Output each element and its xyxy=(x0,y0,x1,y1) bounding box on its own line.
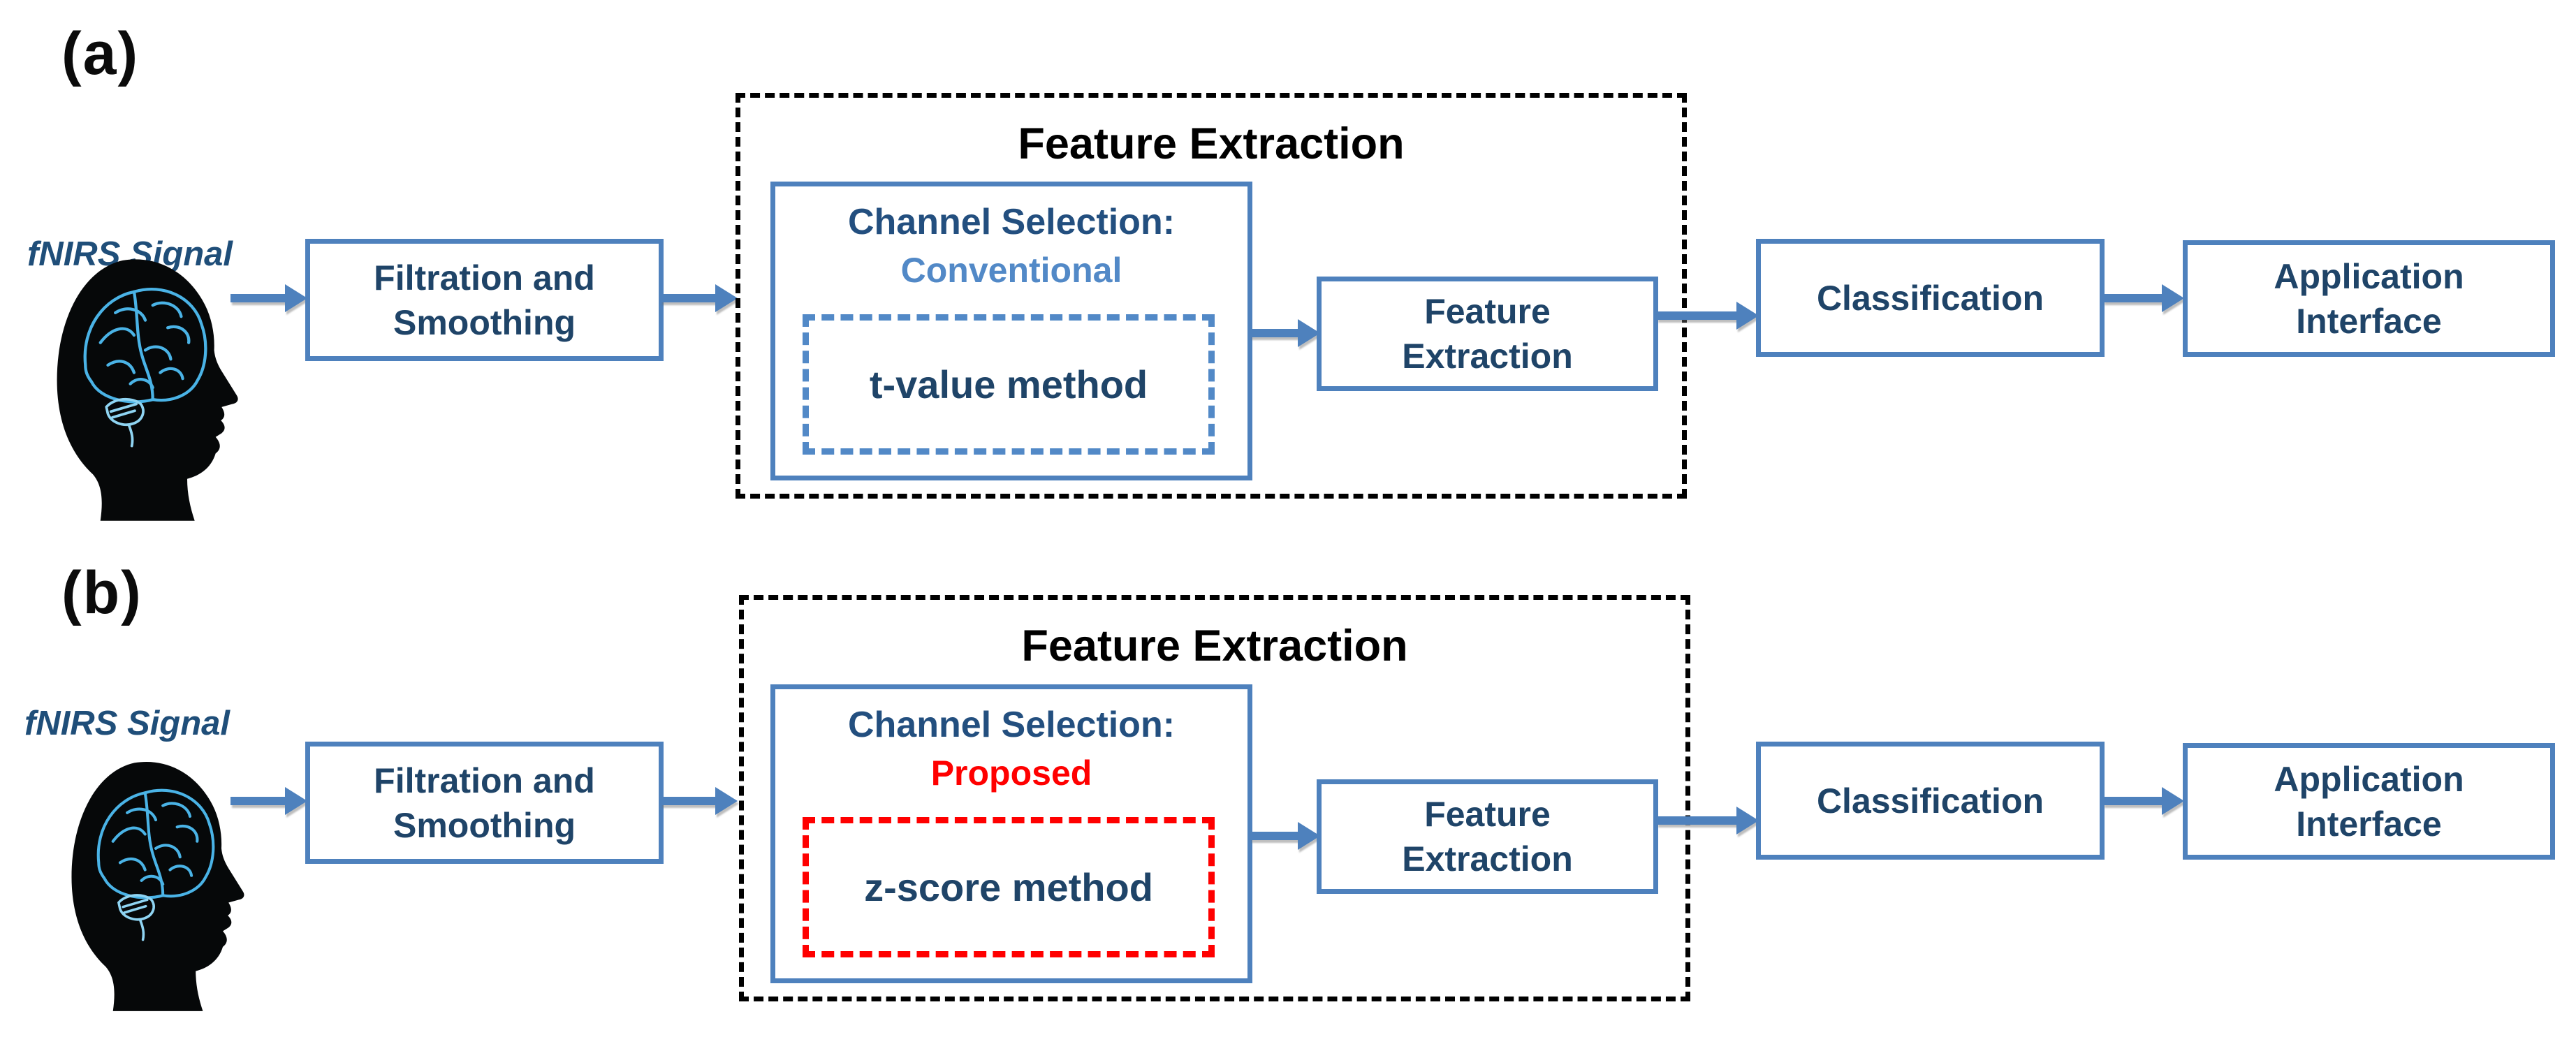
feature-extraction-group: Feature Extraction xyxy=(736,93,1687,499)
fnirs-signal-label: fNIRS Signal xyxy=(24,705,230,742)
arrow-shaft xyxy=(2103,797,2166,805)
arrow-head xyxy=(715,787,738,815)
arrow-shaft xyxy=(2103,294,2166,302)
channel-selection-box: Channel Selection: Conventional t-value … xyxy=(770,182,1252,480)
arrow-shaft xyxy=(1250,832,1302,840)
channel-selection-method-box: z-score method xyxy=(803,817,1215,957)
arrow-shaft xyxy=(230,294,289,302)
arrow-shaft xyxy=(1657,816,1741,825)
arrow-shaft xyxy=(230,797,289,805)
brain-head-icon xyxy=(56,754,256,1014)
feature-extraction-box: Feature Extraction xyxy=(1317,277,1658,391)
feature-extraction-line1: Feature xyxy=(1424,292,1551,331)
channel-selection-heading: Channel Selection: xyxy=(847,705,1176,745)
flow-arrow-icon xyxy=(661,787,738,815)
application-interface-box: Application Interface xyxy=(2183,240,2555,357)
channel-selection-heading: Channel Selection: xyxy=(847,202,1176,242)
flow-arrow-icon xyxy=(2103,787,2184,815)
flow-arrow-icon xyxy=(230,787,307,815)
channel-selection-variant: Proposed xyxy=(930,753,1092,793)
feature-extraction-line1: Feature xyxy=(1424,795,1551,834)
channel-selection-variant: Conventional xyxy=(900,251,1122,290)
arrow-head xyxy=(1736,302,1759,330)
channel-selection-box: Channel Selection: Proposed z-score meth… xyxy=(770,684,1252,983)
channel-selection-method-box: t-value method xyxy=(803,314,1215,455)
classification-label: Classification xyxy=(1816,278,2044,318)
panel-label-a: (a) xyxy=(61,20,140,87)
arrow-head xyxy=(2162,284,2184,312)
flow-arrow-icon xyxy=(1657,807,1759,835)
flow-arrow-icon xyxy=(1250,319,1320,347)
flow-arrow-icon xyxy=(1657,302,1759,330)
classification-box: Classification xyxy=(1756,742,2105,860)
flow-arrow-icon xyxy=(2103,284,2184,312)
arrow-head xyxy=(1298,319,1320,347)
classification-box: Classification xyxy=(1756,239,2105,357)
panel-label-b: (b) xyxy=(61,559,142,626)
arrow-head xyxy=(2162,787,2184,815)
arrow-shaft xyxy=(1250,329,1302,337)
flow-arrow-icon xyxy=(230,284,307,312)
application-line1: Application xyxy=(2274,759,2464,799)
filtration-line2: Smoothing xyxy=(393,302,576,342)
feature-extraction-line2: Extraction xyxy=(1402,839,1573,878)
arrow-shaft xyxy=(1657,311,1741,320)
arrow-head xyxy=(285,787,307,815)
filtration-line2: Smoothing xyxy=(393,805,576,845)
application-interface-box: Application Interface xyxy=(2183,743,2555,860)
filtration-smoothing-box: Filtration and Smoothing xyxy=(305,742,664,864)
method-label: t-value method xyxy=(869,362,1148,406)
application-line2: Interface xyxy=(2296,804,2442,844)
arrow-head xyxy=(1736,807,1759,835)
flow-arrow-icon xyxy=(661,284,738,312)
arrow-head xyxy=(1298,822,1320,850)
feature-extraction-group-title: Feature Extraction xyxy=(1018,119,1405,168)
feature-extraction-box: Feature Extraction xyxy=(1317,779,1658,894)
arrow-head xyxy=(285,284,307,312)
arrow-shaft xyxy=(661,797,719,805)
feature-extraction-group-title: Feature Extraction xyxy=(1021,622,1408,670)
method-label: z-score method xyxy=(864,865,1153,909)
feature-extraction-group: Feature Extraction xyxy=(739,595,1690,1001)
application-line2: Interface xyxy=(2296,301,2442,341)
filtration-line1: Filtration and xyxy=(374,258,595,297)
brain-head-icon xyxy=(41,251,250,524)
arrow-head xyxy=(715,284,738,312)
feature-extraction-line2: Extraction xyxy=(1402,337,1573,376)
application-line1: Application xyxy=(2274,256,2464,296)
filtration-smoothing-box: Filtration and Smoothing xyxy=(305,239,664,361)
arrow-shaft xyxy=(661,294,719,302)
flow-arrow-icon xyxy=(1250,822,1320,850)
filtration-line1: Filtration and xyxy=(374,760,595,800)
classification-label: Classification xyxy=(1816,781,2044,821)
